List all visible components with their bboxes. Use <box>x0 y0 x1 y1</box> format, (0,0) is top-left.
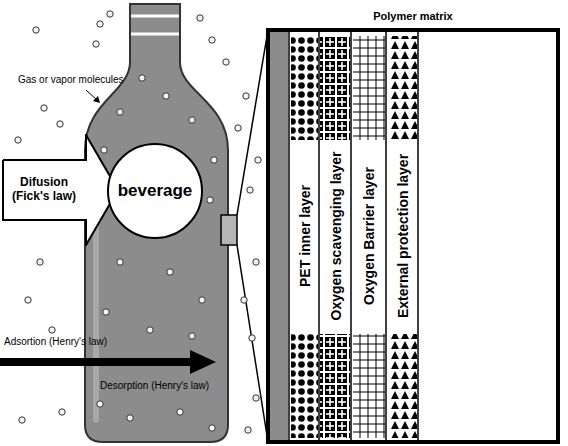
zoom-line <box>237 245 268 442</box>
gas-molecule <box>177 409 183 415</box>
bottle-wall-layer <box>270 32 288 440</box>
layer-band: Oxygen Barrier layer <box>352 32 386 440</box>
gas-molecule <box>97 401 103 407</box>
gas-molecule <box>117 259 123 265</box>
gas-molecule <box>189 117 195 123</box>
gas-molecule <box>235 125 241 131</box>
gas-molecule <box>209 425 215 431</box>
layer-label: Oxygen Barrier layer <box>361 167 377 305</box>
gas-molecule <box>255 157 261 163</box>
gas-molecule <box>49 327 55 333</box>
arrow-shape <box>3 135 118 245</box>
layer-band: External protection layer <box>387 32 418 440</box>
gas-molecule <box>209 37 215 43</box>
molecule-label: Gas or vapor molecules <box>18 74 124 85</box>
gas-molecule <box>199 297 205 303</box>
circle-label: beverage <box>118 181 193 201</box>
gas-molecule <box>211 157 217 163</box>
gas-molecule <box>223 59 229 65</box>
polymer-matrix-panel: Polymer matrixPET inner layerOxygen scav… <box>266 28 560 444</box>
process-label: Desorption (Henry's law) <box>100 380 209 391</box>
layer-label: External protection layer <box>395 154 411 318</box>
cross-texture <box>320 334 350 438</box>
gas-molecule <box>243 93 249 99</box>
gas-molecule <box>197 15 203 21</box>
layer-divider <box>289 32 418 440</box>
gas-molecule <box>189 333 195 339</box>
neck-ring <box>131 15 179 18</box>
beverage-circle: beverage <box>107 143 203 239</box>
gas-molecule <box>253 395 259 401</box>
gas-molecule <box>97 21 103 27</box>
gas-molecule <box>59 409 65 415</box>
leader-arrowhead <box>93 96 100 103</box>
arrow-body: Difusion (Fick's law) <box>2 160 86 220</box>
arrow-label: Difusion (Fick's law) <box>2 176 86 204</box>
bottle <box>85 4 228 442</box>
gas-molecule <box>167 269 173 275</box>
adsorption-arrow <box>0 350 216 374</box>
gas-molecule <box>107 11 113 17</box>
gas-molecule <box>33 27 39 33</box>
gas-molecule <box>241 297 247 303</box>
gas-molecule <box>139 75 145 81</box>
cross-texture <box>320 36 350 140</box>
zoom-window <box>221 215 237 245</box>
gas-molecule <box>15 137 21 143</box>
gas-molecule <box>25 297 31 303</box>
layer-label: PET inner layer <box>297 185 313 287</box>
gas-molecule <box>93 41 99 47</box>
gas-molecule <box>247 187 253 193</box>
gas-molecule <box>127 415 133 421</box>
leader-arrow <box>86 90 97 100</box>
layer-label: Oxygen scavenging layer <box>328 152 344 321</box>
matrix-panel <box>268 30 558 442</box>
gas-molecule <box>41 105 47 111</box>
grid-texture <box>353 36 385 140</box>
neck-ring <box>131 33 179 36</box>
dots-texture <box>291 334 318 438</box>
triangle-texture <box>389 36 417 140</box>
layer-band: PET inner layer <box>290 32 319 440</box>
diffusion-arrow: Difusion (Fick's law) <box>2 134 120 246</box>
grid-texture <box>353 334 385 438</box>
triangle-texture <box>389 334 417 438</box>
zoom-line <box>237 30 268 215</box>
gas-molecule <box>207 197 213 203</box>
gas-molecule <box>117 109 123 115</box>
gas-molecule <box>101 147 107 153</box>
process-label: Adsortion (Henry's law) <box>4 336 107 347</box>
gas-molecule <box>37 259 43 265</box>
gas-molecule <box>249 335 255 341</box>
gas-molecules <box>15 11 261 433</box>
gas-molecule <box>245 427 251 433</box>
gas-molecule <box>163 93 169 99</box>
panel-heading: Polymer matrix <box>270 10 556 22</box>
gas-molecule <box>253 259 259 265</box>
layer-band: Oxygen scavenging layer <box>320 32 351 440</box>
gas-molecule <box>103 309 109 315</box>
gas-molecule <box>147 327 153 333</box>
gas-molecule <box>19 417 25 423</box>
dots-texture <box>291 36 318 140</box>
gas-molecule <box>57 121 63 127</box>
